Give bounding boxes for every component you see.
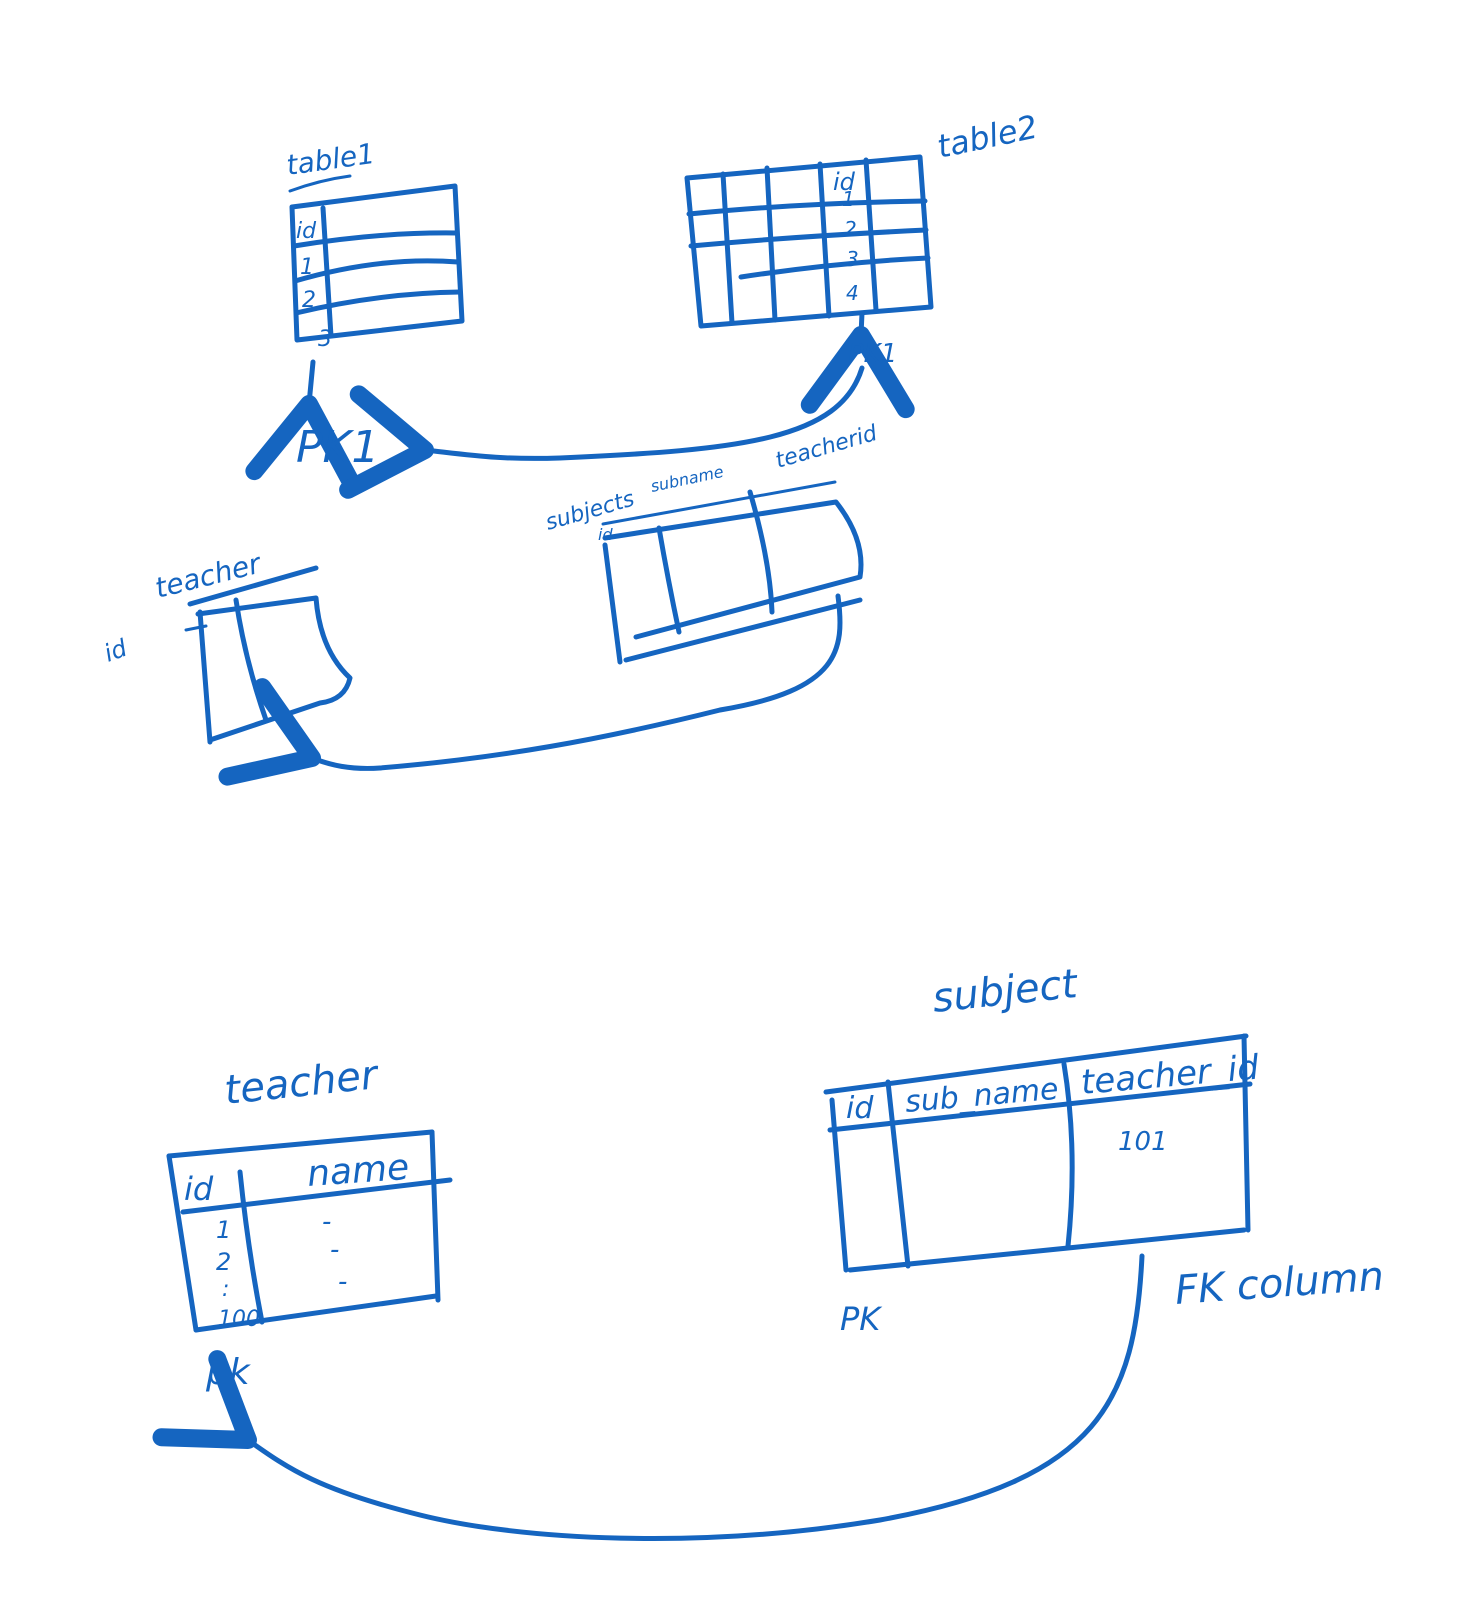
table2-row-1: 1	[842, 187, 855, 211]
teacher-top-id-label: id	[100, 634, 131, 668]
subject-bottom-header-line	[827, 1081, 1253, 1133]
table2-sketch	[684, 154, 934, 419]
table2-row-line	[688, 227, 929, 249]
table2-pk-label: PK1	[848, 339, 897, 369]
subject-bottom-column	[1061, 1061, 1075, 1249]
teacher-bottom-right-edge	[429, 1129, 441, 1303]
teacher-bottom-title: teacher	[222, 1052, 382, 1114]
subjects-left-edge	[602, 542, 623, 665]
teacher-bottom-id-100: 100	[218, 1307, 260, 1332]
teacher-bottom-col-id: id	[184, 1170, 214, 1208]
teacher-top-header-line	[187, 565, 319, 607]
table1-arrow-down	[245, 359, 359, 490]
teacher-top-id-pointer	[184, 624, 208, 632]
table1-row-line	[292, 258, 461, 284]
table2-row-line	[738, 255, 931, 280]
teacher-bottom-header-line	[180, 1177, 453, 1215]
subject-bottom-sketch	[823, 1033, 1253, 1273]
teacher-bottom-column	[237, 1169, 265, 1325]
table2-column	[764, 165, 778, 323]
table2-title: table2	[934, 108, 1041, 166]
teacher-top-column	[233, 597, 269, 723]
teacher-top-sketch	[184, 565, 353, 745]
table2-column	[817, 161, 832, 319]
table1-row-1: 1	[300, 255, 314, 280]
teacher-top-outline	[195, 595, 353, 743]
table2-row-line	[686, 198, 928, 217]
subjects-title: subjects	[543, 487, 638, 536]
teacher-bottom-name-1: -	[322, 1207, 331, 1237]
subjects-sketch	[601, 480, 864, 665]
table1-row-3: 3	[318, 327, 332, 352]
teacher-bottom-pk-label: pk	[205, 1352, 252, 1393]
table1-header-id: id	[296, 219, 317, 244]
teacher-bottom-id-1: 1	[216, 1216, 231, 1244]
table1-title: table1	[284, 137, 376, 182]
subject-bottom-pk-label: PK	[840, 1300, 883, 1338]
subject-bottom-fk-label: FK column	[1173, 1253, 1385, 1313]
teacher-bottom-col-name: name	[306, 1147, 411, 1195]
table2-row-2: 2	[844, 217, 857, 241]
teacher-bottom-left-edge	[166, 1153, 199, 1333]
subject-bottom-col-id: id	[846, 1091, 874, 1126]
table2-column	[720, 171, 735, 326]
table2-row-3: 3	[846, 247, 859, 271]
table2-outline	[684, 154, 934, 329]
subjects-col-teacherid: teacherid	[773, 421, 881, 474]
subject-bottom-title: subject	[930, 961, 1080, 1022]
teacher-bottom-name-3: -	[338, 1267, 347, 1297]
subjects-bottom-line	[623, 597, 863, 663]
subject-bottom-right-edge	[1241, 1033, 1251, 1233]
subjects-column	[747, 489, 775, 615]
subjects-outline-top	[602, 499, 864, 640]
teacher-bottom-sketch	[166, 1129, 453, 1333]
subject-bottom-left-edge	[829, 1097, 849, 1273]
table1-title-underline	[288, 174, 352, 193]
teacher-bottom-id-dots: :	[222, 1277, 229, 1302]
table1-row-2: 2	[302, 288, 316, 313]
teacher-bottom-bottom-line	[193, 1293, 439, 1333]
subject-bottom-column	[885, 1079, 911, 1269]
subjects-col-id: id	[598, 525, 613, 544]
table1-pk-label: PK1	[296, 422, 379, 473]
table2-arrow-down	[800, 310, 915, 419]
table1-row-line	[293, 289, 463, 316]
teacher-top-left-edge	[197, 609, 213, 745]
fk-relation-arrow	[152, 1253, 1145, 1541]
table1-row-line	[291, 230, 459, 249]
table2-header-id: id	[833, 168, 856, 196]
table1-outline	[289, 183, 465, 343]
teacher-top-title: teacher	[152, 546, 265, 604]
subjects-header-line	[601, 480, 837, 526]
table1-sketch	[245, 174, 465, 490]
table2-row-4: 4	[846, 281, 859, 305]
subject-bottom-top-line	[823, 1033, 1249, 1095]
subject-bottom-teacherid-value: 101	[1118, 1127, 1168, 1157]
teacher-bottom-name-2: -	[330, 1235, 339, 1265]
subjects-col-subname: subname	[649, 462, 725, 496]
teacher-bottom-id-2: 2	[216, 1248, 231, 1276]
subjects-column	[656, 525, 682, 635]
pk-relation-arrow	[339, 365, 865, 499]
teacher-bottom-top-line	[166, 1129, 435, 1159]
subject-bottom-bottom-line	[847, 1227, 1247, 1273]
teacher-relation-arrow-top	[218, 593, 843, 786]
